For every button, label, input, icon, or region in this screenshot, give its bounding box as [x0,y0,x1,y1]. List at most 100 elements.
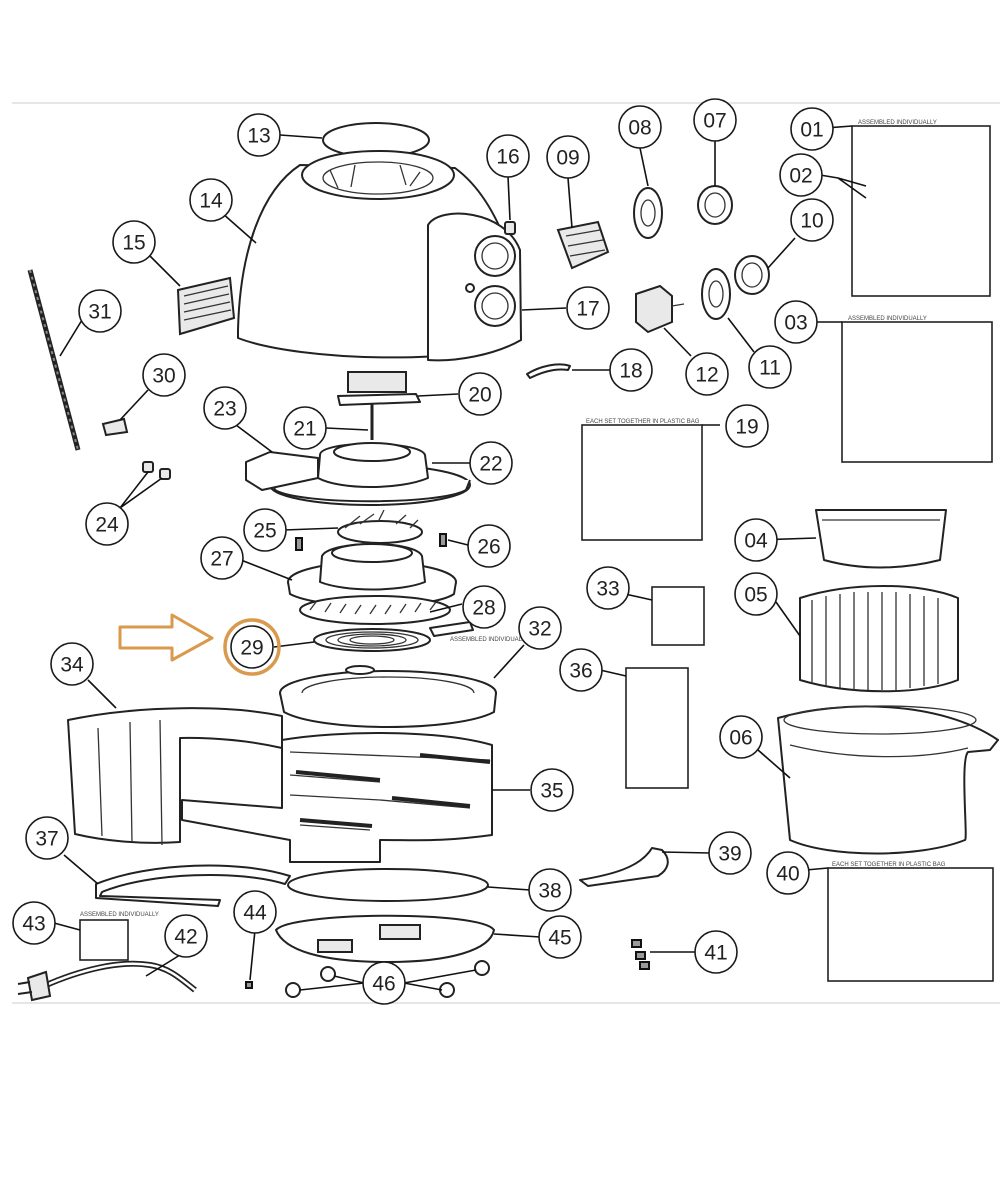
callout-18-number: 18 [619,360,642,383]
part-41-screws [631,939,650,970]
callout-19-circle [725,404,769,448]
callout-30-number: 30 [152,365,175,388]
callout-30: 30 [142,353,186,397]
callout-09: 09 [546,135,590,179]
callout-42: 42 [164,914,208,958]
callout-04-number: 04 [744,530,768,553]
callout-23: 23 [203,386,247,430]
callout-09-number: 09 [556,147,579,170]
box-03-note: ASSEMBLED INDIVIDUALLY [848,316,927,322]
part-30-connector [101,417,129,437]
callout-11: 11 [748,345,792,389]
callout-39-circle [708,831,752,875]
callout-40-number: 40 [776,863,799,886]
part-18-clip [526,363,571,379]
callout-23-number: 23 [213,398,236,421]
callout-18-circle [609,348,653,392]
callout-19: 19 [725,404,769,448]
callout-32-circle [518,606,562,650]
highlight-part-29 [118,613,281,676]
callout-46-circle [362,961,406,1005]
callout-39: 39 [708,831,752,875]
callout-09-circle [546,135,590,179]
callout-26: 26 [467,524,511,568]
callout-40: 40 [766,851,810,895]
callout-05: 05 [734,572,778,616]
callout-34-circle [50,642,94,686]
callout-31-circle [78,289,122,333]
callout-29-number: 29 [240,637,263,660]
part-42-power-cord [17,960,197,1002]
part-09-switch [556,220,610,270]
callout-19-number: 19 [735,416,758,439]
part-11-knob-ring [701,268,731,320]
callout-44: 44 [233,890,277,934]
callout-35-circle [530,768,574,812]
part-04-basket-tray [815,509,947,569]
callout-22-number: 22 [479,453,502,476]
callout-08-circle [618,105,662,149]
callout-27-number: 27 [210,548,233,571]
part-37-bottom-ring [95,864,291,907]
callout-20: 20 [458,372,502,416]
callout-21-circle [283,406,327,450]
callout-42-number: 42 [174,926,197,949]
callout-24: 24 [85,502,129,546]
callout-45: 45 [538,915,582,959]
callout-32-number: 32 [528,618,551,641]
kit-boxes: ASSEMBLED INDIVIDUALLY ASSEMBLED INDIVID… [79,120,994,982]
box-40 [827,867,994,982]
callout-35-number: 35 [540,780,563,803]
callout-37-circle [25,816,69,860]
callout-37: 37 [25,816,69,860]
part-15-vent-grille [176,276,236,336]
callout-08-number: 08 [628,117,651,140]
callout-05-circle [734,572,778,616]
callout-15: 15 [112,220,156,264]
callout-04-circle [734,518,778,562]
callout-28-number: 28 [472,597,495,620]
callout-36-circle [559,648,603,692]
callout-14-circle [189,178,233,222]
callout-06-number: 06 [729,727,752,750]
box-01-note: ASSEMBLED INDIVIDUALLY [858,120,937,126]
callout-10-circle [790,198,834,242]
callout-27-circle [200,536,244,580]
part-26-pins [295,533,447,551]
callout-38-number: 38 [538,880,561,903]
callout-11-circle [748,345,792,389]
callout-03: 03 [774,300,818,344]
callout-46-number: 46 [372,973,395,996]
callout-41-number: 41 [704,942,727,965]
callout-32: 32 [518,606,562,650]
callout-36-number: 36 [569,660,592,683]
callout-14-number: 14 [199,190,223,213]
part-08-knob-ring [633,187,663,239]
callout-25-number: 25 [253,520,276,543]
callout-12: 12 [685,352,729,396]
callout-26-circle [467,524,511,568]
callout-44-circle [233,890,277,934]
box-43 [79,919,129,961]
part-05-basket [799,585,959,693]
callout-29-circle [230,625,274,669]
callout-38: 38 [528,868,572,912]
part-35-inner-frame [181,732,493,863]
callout-16: 16 [486,134,530,178]
callout-02-number: 02 [789,165,812,188]
callout-03-circle [774,300,818,344]
callout-10-number: 10 [800,210,823,233]
callout-07-number: 07 [703,110,726,133]
box-01 [851,125,991,297]
callout-31-number: 31 [88,301,111,324]
part-12-timer-module [635,284,685,334]
callout-13-number: 13 [247,125,270,148]
callout-29: 29 [230,625,274,669]
callout-22-circle [469,441,513,485]
callout-15-circle [112,220,156,264]
callout-21: 21 [283,406,327,450]
callout-38-circle [528,868,572,912]
callout-15-number: 15 [122,232,145,255]
callout-21-number: 21 [293,418,316,441]
